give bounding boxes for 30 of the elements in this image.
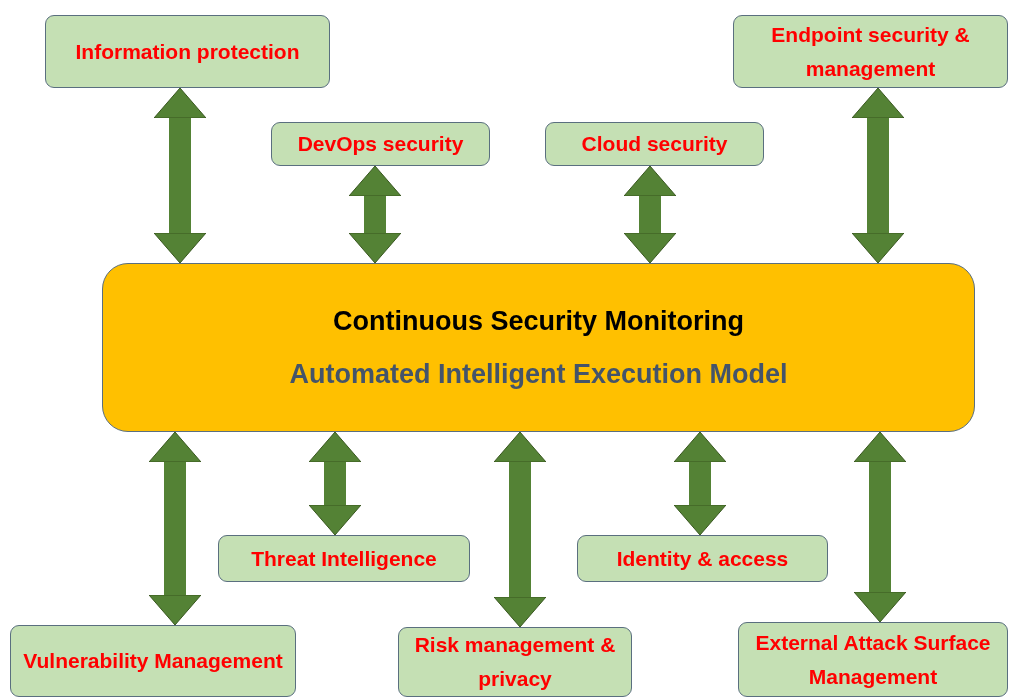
topic-label: Information protection (75, 38, 300, 65)
topic-label: Threat Intelligence (251, 545, 437, 572)
double-arrow (623, 165, 677, 264)
topic-label: Cloud security (581, 131, 728, 158)
double-arrow (853, 431, 907, 623)
topic-box (577, 535, 828, 582)
double-arrow (348, 165, 402, 264)
topic-label: External Attack Surface Management (754, 629, 992, 690)
double-arrow (148, 431, 202, 626)
topic-box (10, 625, 296, 697)
double-arrow (153, 87, 207, 264)
topic-label: Risk management & privacy (413, 632, 617, 692)
topic-label: DevOps security (297, 131, 464, 158)
box-heading: Continuous Security Monitoring (333, 305, 744, 337)
topic-box (398, 627, 632, 697)
double-arrow (851, 87, 905, 264)
box-subheading: Automated Intelligent Execution Model (289, 358, 788, 390)
topic-label: Endpoint security & management (770, 21, 971, 82)
double-arrow (493, 431, 547, 628)
topic-box (218, 535, 470, 582)
topic-box (545, 122, 764, 166)
topic-label: Vulnerability Management (23, 648, 283, 675)
topic-box (738, 622, 1008, 697)
topic-box (45, 15, 330, 88)
double-arrow (308, 431, 362, 536)
double-arrow (673, 431, 727, 536)
topic-label: Identity & access (616, 545, 789, 572)
topic-box (733, 15, 1008, 88)
central-box (102, 263, 975, 432)
topic-box (271, 122, 490, 166)
